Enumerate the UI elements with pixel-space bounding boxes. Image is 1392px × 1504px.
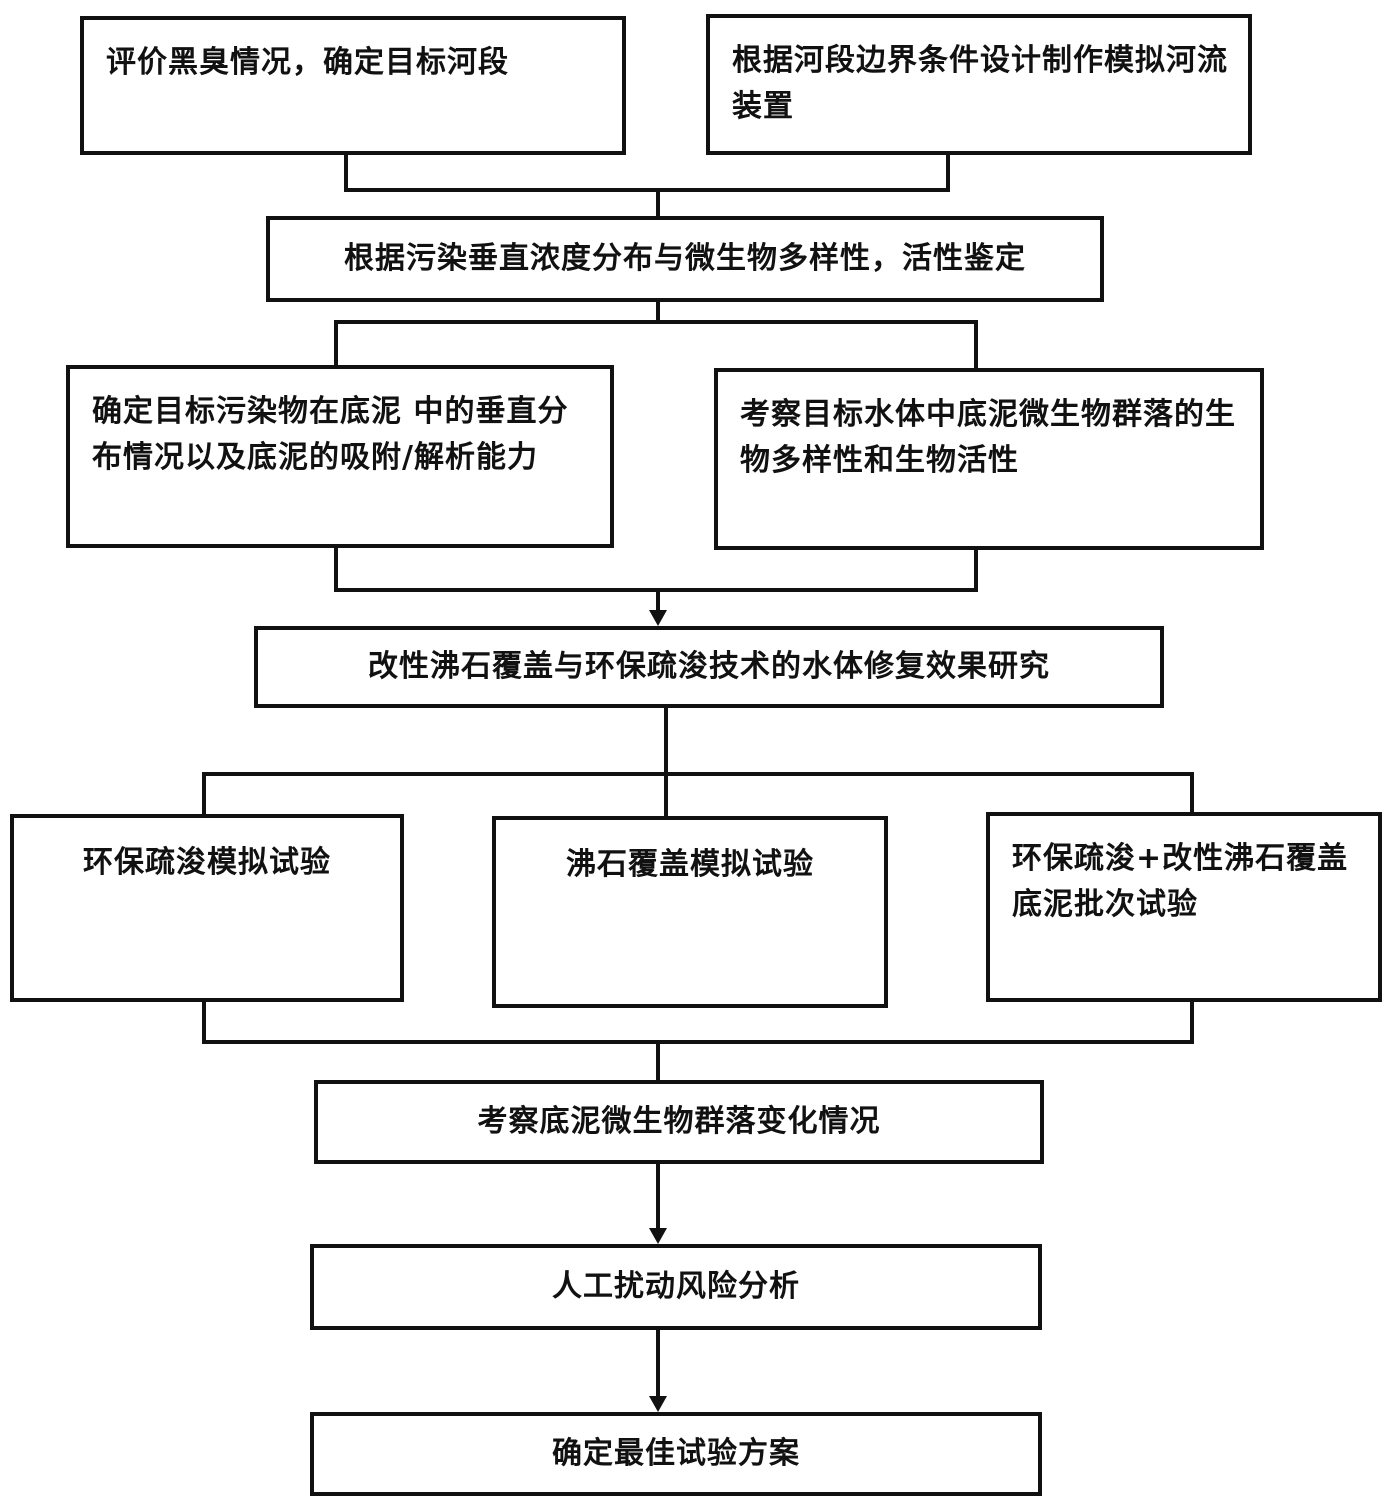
step-label-s8: 沸石覆盖模拟试验 bbox=[566, 847, 814, 882]
step-box-s7: 环保疏浚模拟试验 bbox=[10, 814, 404, 1002]
arrowhead-s6 bbox=[649, 610, 667, 626]
step-box-s9: 环保疏浚+改性沸石覆盖底泥批次试验 bbox=[986, 812, 1382, 1002]
step-label-s10: 考察底泥微生物群落变化情况 bbox=[477, 1104, 881, 1139]
step-label-s5: 考察目标水体中底泥微生物群落的生物多样性和生物活性 bbox=[740, 397, 1236, 478]
step-box-s4: 确定目标污染物在底泥 中的垂直分布情况以及底泥的吸附/解析能力 bbox=[66, 365, 614, 548]
connector-split-trials bbox=[202, 772, 1194, 814]
connector-s1-s2 bbox=[344, 153, 950, 192]
step-label-s7: 环保疏浚模拟试验 bbox=[83, 845, 331, 880]
step-label-s3: 根据污染垂直浓度分布与微生物多样性，活性鉴定 bbox=[344, 241, 1026, 276]
step-box-s6: 改性沸石覆盖与环保疏浚技术的水体修复效果研究 bbox=[254, 626, 1164, 708]
connector-split-s4-s5 bbox=[334, 320, 978, 368]
connector-merge-trials bbox=[202, 1000, 1194, 1044]
step-box-s2: 根据河段边界条件设计制作模拟河流装置 bbox=[706, 14, 1252, 155]
step-box-s10: 考察底泥微生物群落变化情况 bbox=[314, 1080, 1044, 1164]
step-label-s11: 人工扰动风险分析 bbox=[552, 1269, 800, 1304]
step-box-s5: 考察目标水体中底泥微生物群落的生物多样性和生物活性 bbox=[714, 368, 1264, 550]
step-label-s2: 根据河段边界条件设计制作模拟河流装置 bbox=[732, 43, 1228, 124]
step-label-s9: 环保疏浚+改性沸石覆盖底泥批次试验 bbox=[1012, 841, 1349, 922]
step-box-s12: 确定最佳试验方案 bbox=[310, 1412, 1042, 1496]
step-label-s12: 确定最佳试验方案 bbox=[552, 1436, 800, 1471]
arrowhead-s11 bbox=[649, 1228, 667, 1244]
step-box-s3: 根据污染垂直浓度分布与微生物多样性，活性鉴定 bbox=[266, 216, 1104, 302]
step-box-s11: 人工扰动风险分析 bbox=[310, 1244, 1042, 1330]
step-label-s6: 改性沸石覆盖与环保疏浚技术的水体修复效果研究 bbox=[368, 649, 1050, 684]
step-box-s8: 沸石覆盖模拟试验 bbox=[492, 816, 888, 1008]
step-box-s1: 评价黑臭情况，确定目标河段 bbox=[80, 16, 626, 155]
step-label-s1: 评价黑臭情况，确定目标河段 bbox=[106, 45, 509, 80]
step-label-s4: 确定目标污染物在底泥 中的垂直分布情况以及底泥的吸附/解析能力 bbox=[92, 394, 569, 475]
arrowhead-s12 bbox=[649, 1396, 667, 1412]
connector-merge-s4-s5 bbox=[334, 546, 978, 592]
